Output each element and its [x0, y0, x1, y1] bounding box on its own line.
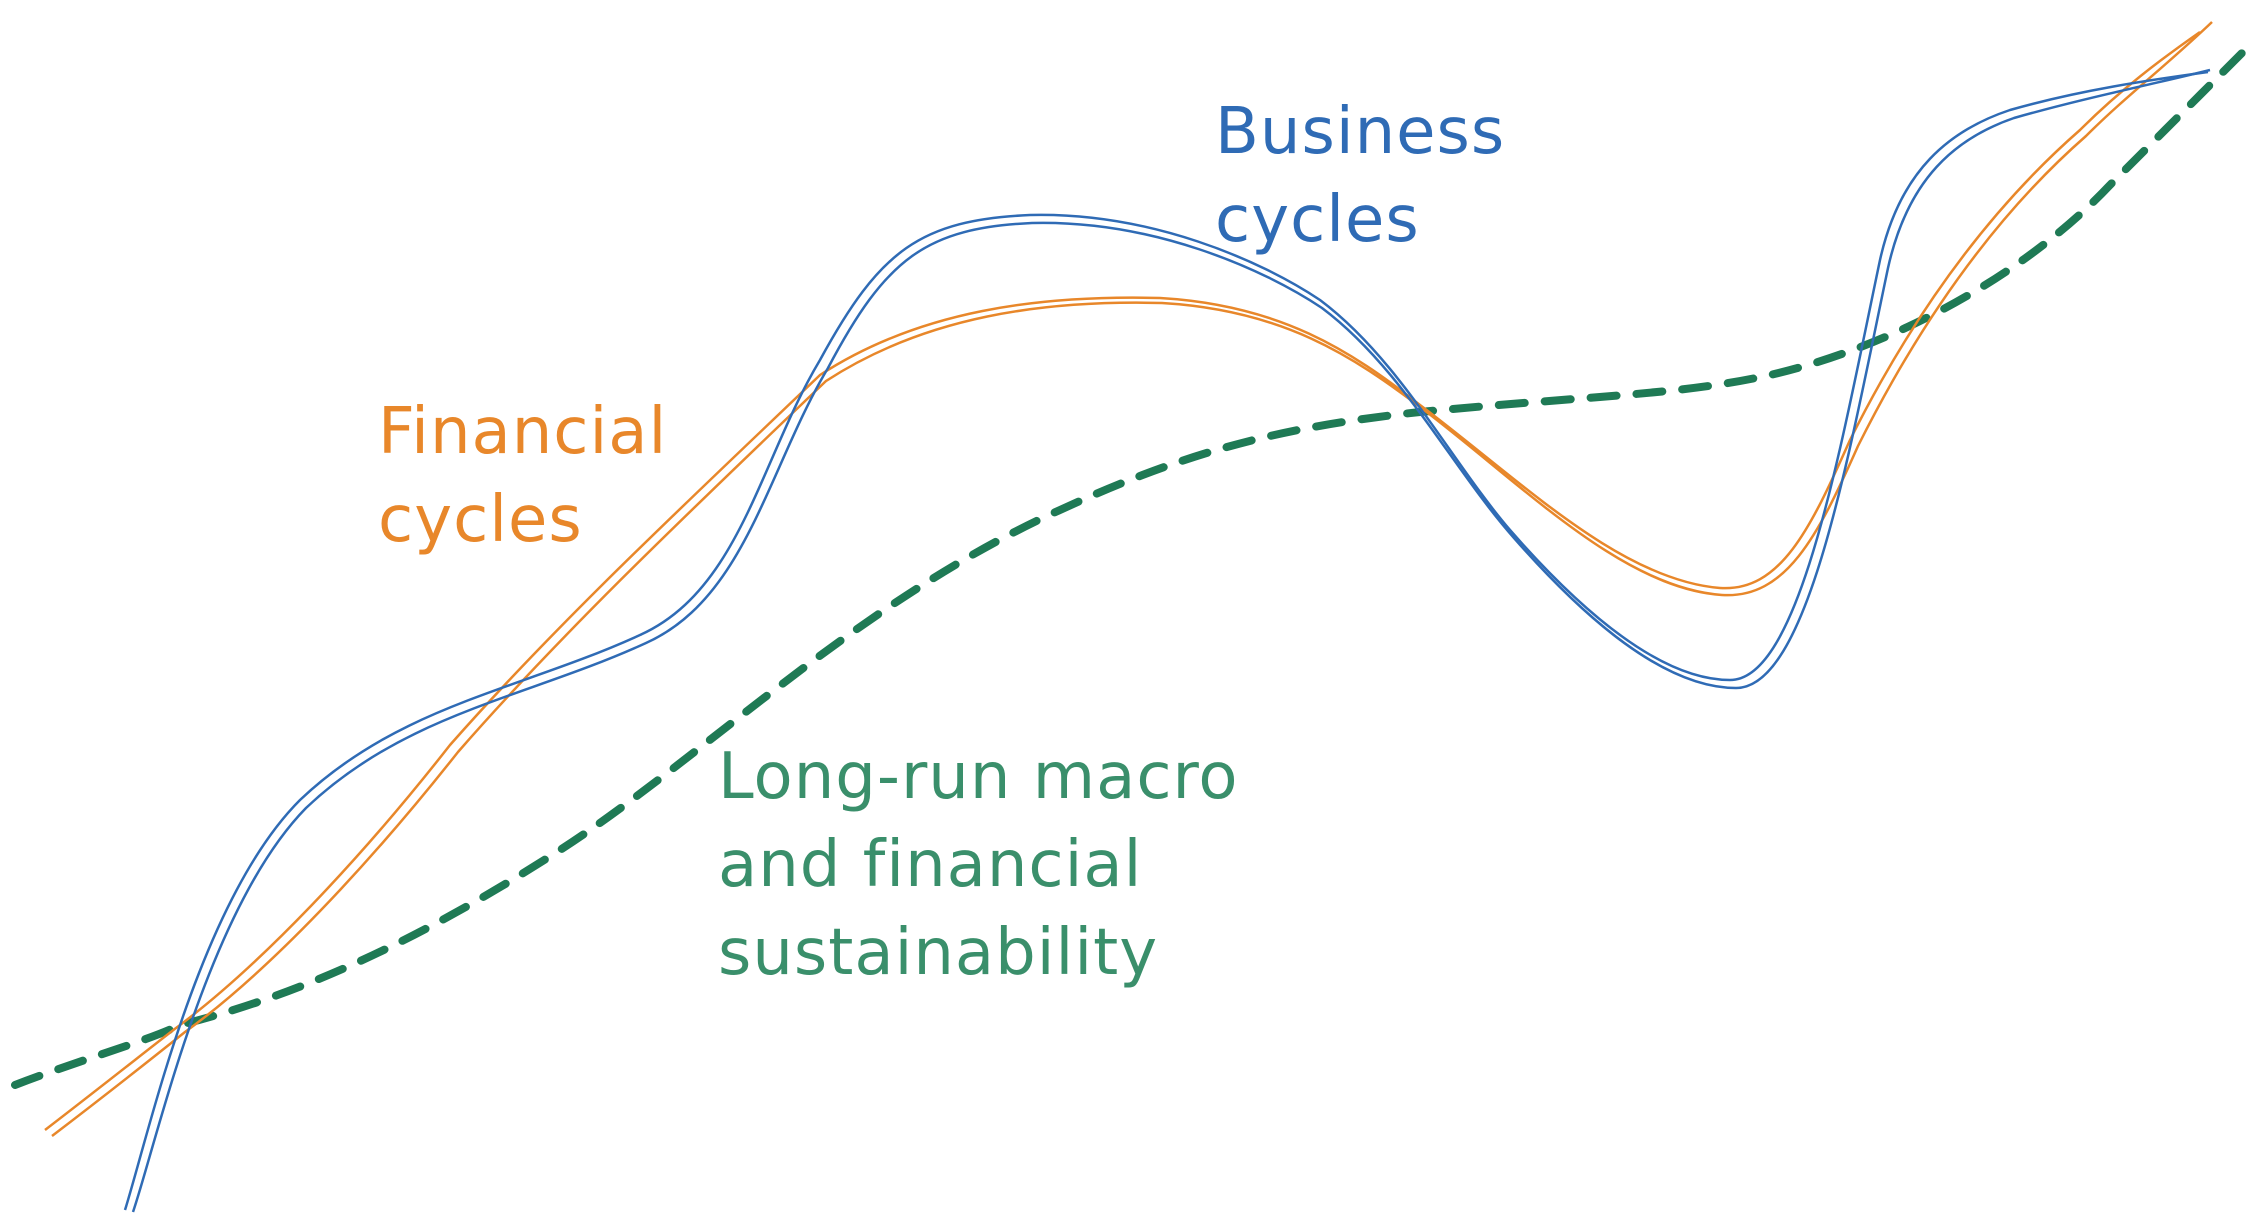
long-run-sustainability-label: Long-run macro and financial sustainabil… [718, 733, 1239, 997]
long-run-label-line3: sustainability [718, 916, 1159, 990]
long-run-sustainability-curve [11, 46, 2249, 1089]
business-cycles-label-line2: cycles [1215, 183, 1420, 257]
financial-cycles-label: Financial cycles [378, 388, 667, 564]
business-cycles-label: Business cycles [1215, 88, 1505, 264]
business-cycles-label-line1: Business [1215, 95, 1506, 169]
financial-cycles-label-line1: Financial [378, 395, 668, 469]
financial-cycles-curve [44, 21, 2213, 1137]
long-run-label-line1: Long-run macro [718, 740, 1239, 814]
long-run-label-line2: and financial [718, 828, 1143, 902]
business-cycles-curve [123, 68, 2211, 1213]
financial-cycles-label-line2: cycles [378, 483, 583, 557]
